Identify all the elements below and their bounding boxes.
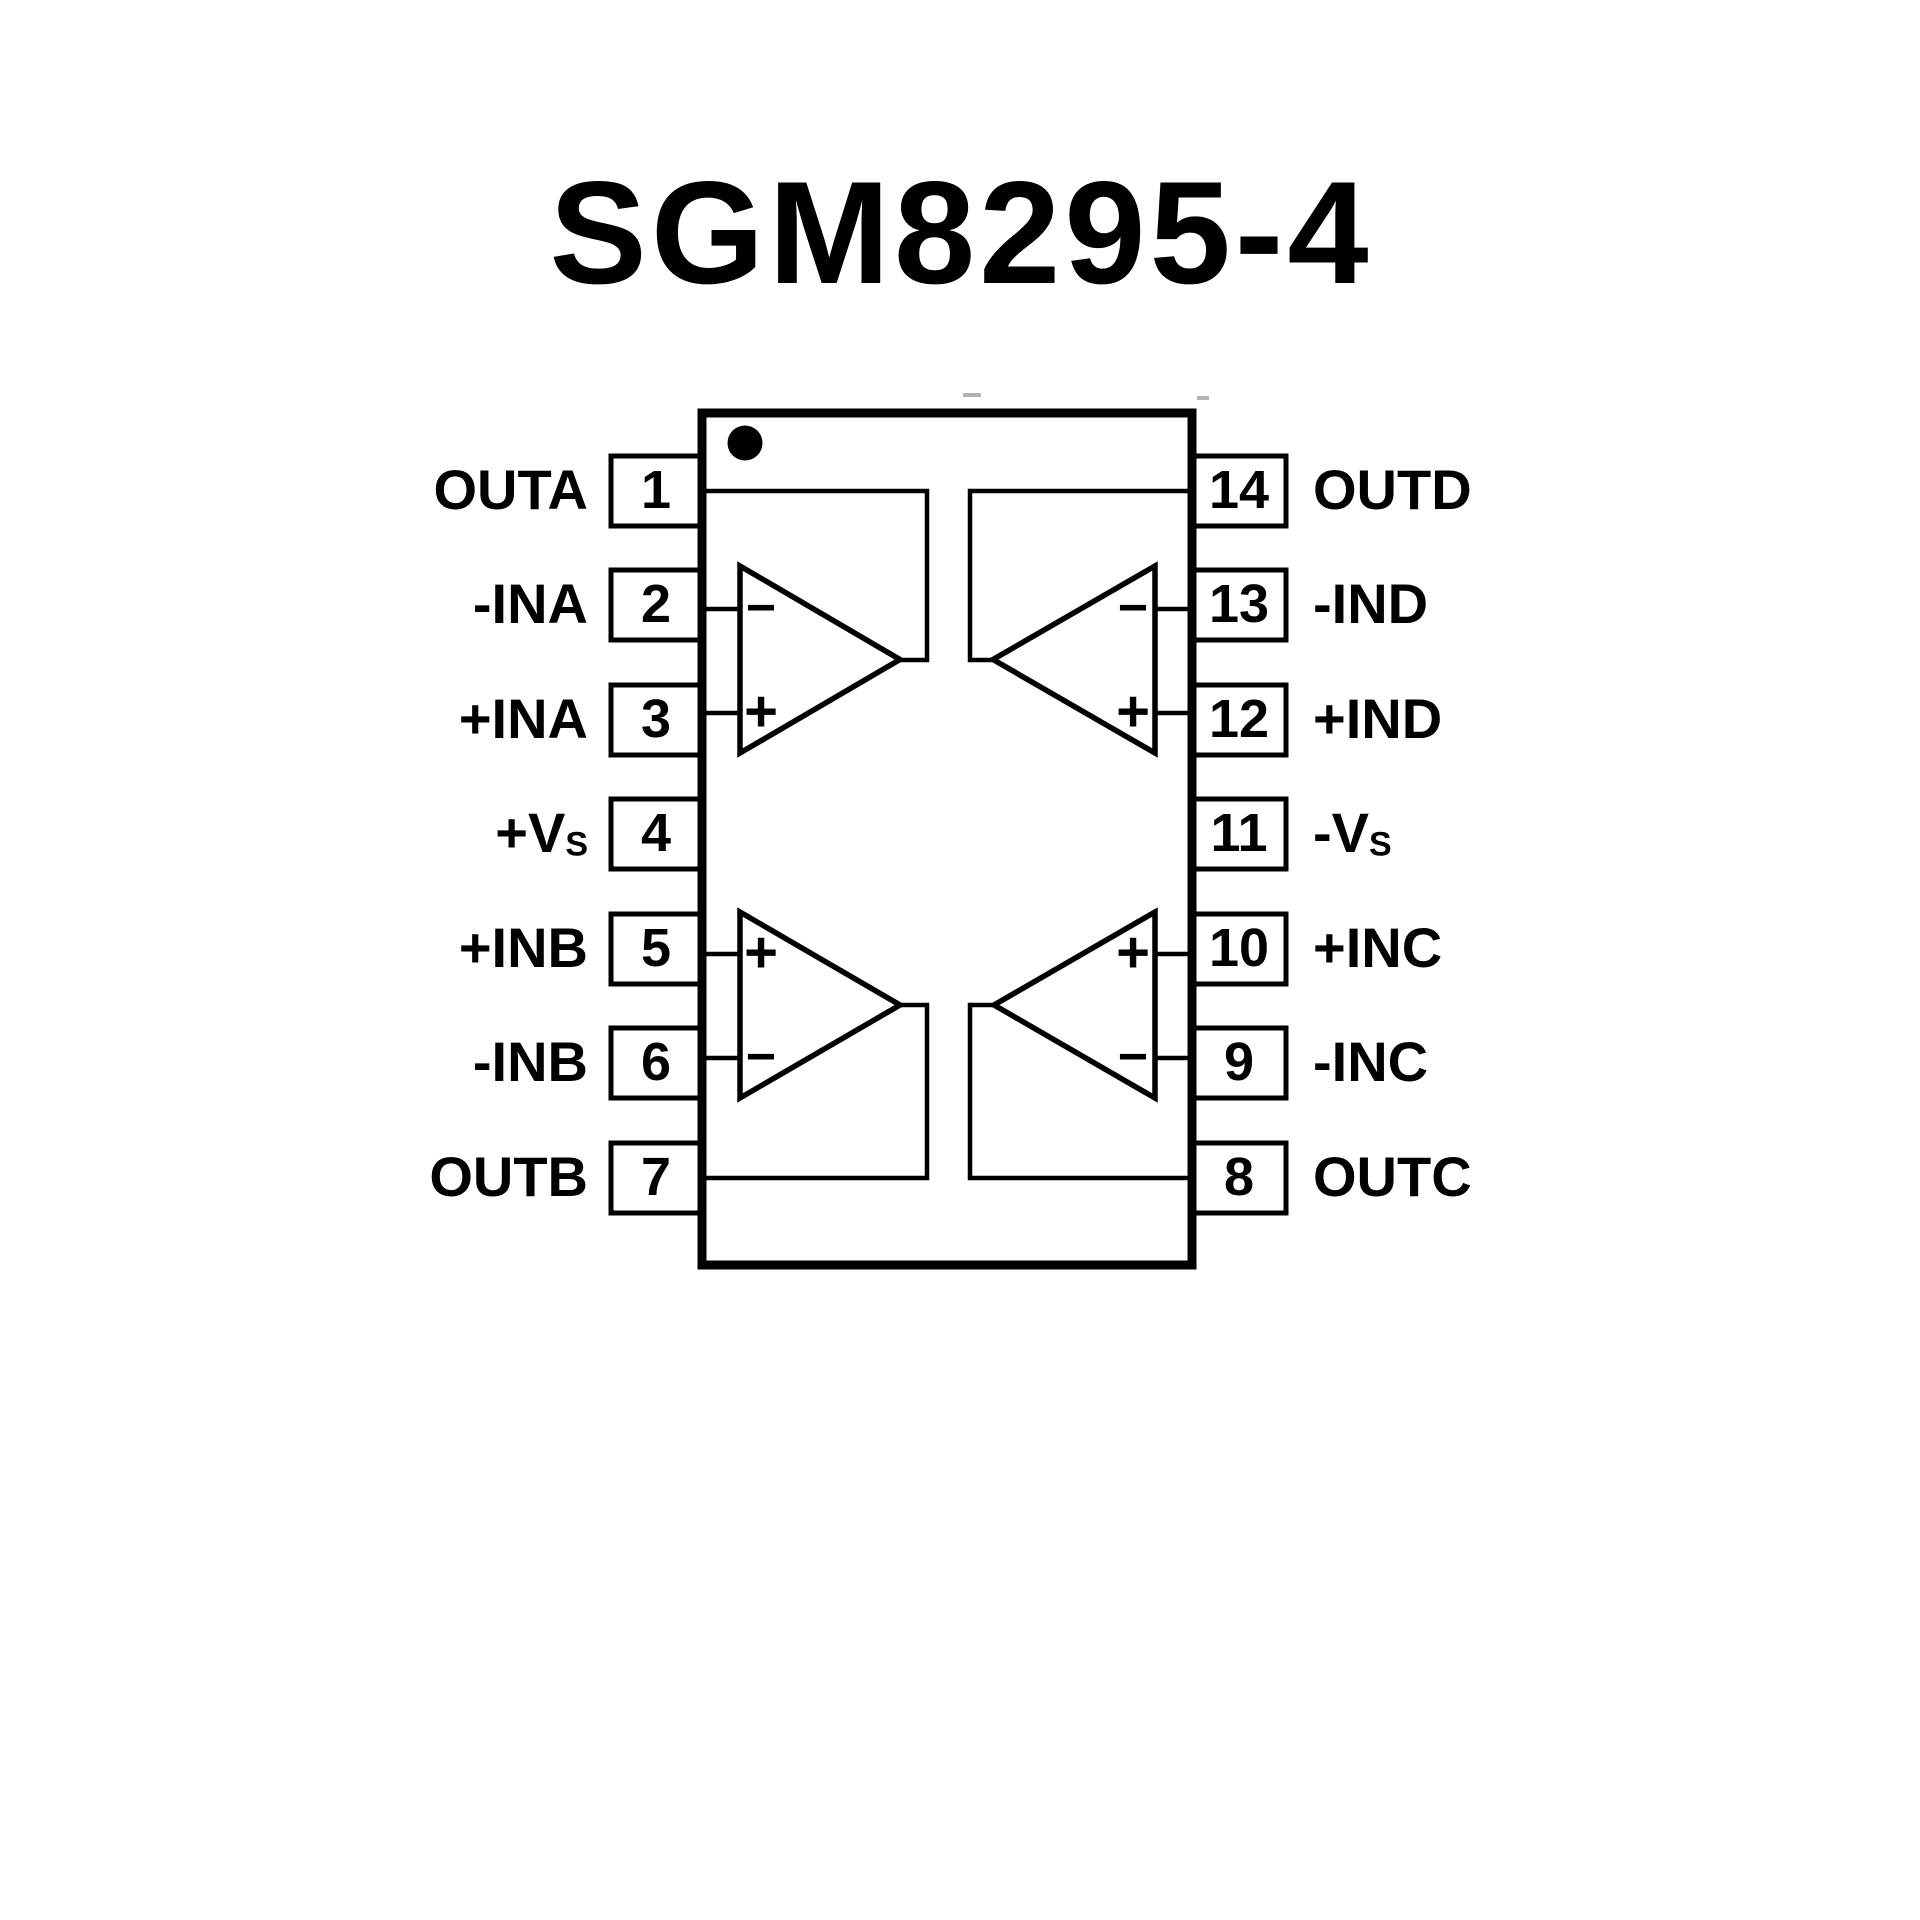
pin-1-label: OUTA (434, 458, 589, 521)
pin-6: 6 (608, 1025, 705, 1101)
opamp-b-output-trace (702, 1002, 930, 1181)
faint-artifact-dash (1197, 396, 1209, 400)
pin-11-box (1189, 796, 1289, 872)
pin-4-box (608, 796, 705, 872)
pin-7-number: 7 (641, 1147, 671, 1207)
pin-4: 4 (608, 796, 705, 872)
pin-7-label: OUTB (429, 1145, 588, 1208)
pin-14-number: 14 (1209, 460, 1269, 520)
pin-12-number: 12 (1209, 689, 1269, 749)
pin-5-number: 5 (641, 918, 671, 978)
page-title: SGM8295-4 (549, 151, 1372, 314)
pin-9-label: -INC (1313, 1030, 1428, 1093)
opamp-d-noninverting-input-sign: + (1116, 679, 1150, 744)
pin-14-label: OUTD (1313, 458, 1472, 521)
pin-13-number: 13 (1209, 574, 1269, 634)
pin-10-box (1189, 911, 1289, 987)
pin-5: 5 (608, 911, 705, 987)
opamp-b-inverting-input-sign: − (746, 1028, 776, 1086)
pin-11-label: -VS (1313, 801, 1392, 864)
pin-3-box (608, 682, 705, 758)
pin-10-label: +INC (1313, 916, 1442, 979)
ic-body (697, 408, 1197, 1270)
opamp-d-inverting-input-sign: − (1118, 579, 1148, 637)
pin-6-number: 6 (641, 1032, 671, 1092)
pin-4-label: +VS (495, 801, 588, 864)
pin-13-box (1189, 567, 1289, 643)
pin-2-label: -INA (473, 572, 588, 635)
pin-1-number: 1 (641, 460, 671, 520)
pin-7-box (608, 1140, 705, 1216)
opamp-b-triangle (737, 907, 906, 1103)
pin-6-label: -INB (473, 1030, 588, 1093)
pin-14: 14 (1189, 453, 1289, 529)
opamp-c-inverting-input-sign: − (1118, 1028, 1148, 1086)
pin-1-box (608, 453, 705, 529)
pin-2-number: 2 (641, 574, 671, 634)
pin-7: 7 (608, 1140, 705, 1216)
pin-11: 11 (1189, 796, 1289, 872)
pin-8-box (1189, 1140, 1289, 1216)
opamp-c-noninverting-input-sign: + (1116, 920, 1150, 985)
pin-8-label: OUTC (1313, 1145, 1472, 1208)
pin-12-box (1189, 682, 1289, 758)
opamp-a-triangle (737, 561, 906, 758)
pin-9-number: 9 (1224, 1032, 1254, 1092)
pin1-marker-dot (727, 425, 763, 461)
pin-6-box (608, 1025, 705, 1101)
pin-8: 8 (1189, 1140, 1289, 1216)
opamp-a-output-trace (702, 488, 930, 663)
pin-13: 13 (1189, 567, 1289, 643)
pin-4-number: 4 (641, 803, 671, 863)
pin-5-label: +INB (459, 916, 588, 979)
opamp-c-output-trace (967, 1002, 1192, 1181)
pin-8-number: 8 (1224, 1147, 1254, 1207)
pin-13-label: -IND (1313, 572, 1428, 635)
pin-10: 10 (1189, 911, 1289, 987)
opamp-b-noninverting-input-sign: + (744, 920, 778, 985)
pin-2-box (608, 567, 705, 643)
opamp-a-inverting-input-sign: − (746, 579, 776, 637)
opamp-d-output-trace (967, 488, 1192, 663)
pin-11-number: 11 (1210, 803, 1267, 863)
pin-9-box (1189, 1025, 1289, 1101)
pin-12-label: +IND (1313, 687, 1442, 750)
pin-2: 2 (608, 567, 705, 643)
pin-10-number: 10 (1209, 918, 1269, 978)
faint-artifact-dash (963, 393, 981, 397)
pin-9: 9 (1189, 1025, 1289, 1101)
pin-5-box (608, 911, 705, 987)
pin-3: 3 (608, 682, 705, 758)
pin-3-label: +INA (459, 687, 588, 750)
pin-3-number: 3 (641, 689, 671, 749)
opamp-a-noninverting-input-sign: + (744, 679, 778, 744)
opamp-c-triangle (988, 907, 1158, 1103)
pin-1: 1 (608, 453, 705, 529)
pin-14-box (1189, 453, 1289, 529)
opamp-d-triangle (987, 561, 1158, 758)
pin-12: 12 (1189, 682, 1289, 758)
